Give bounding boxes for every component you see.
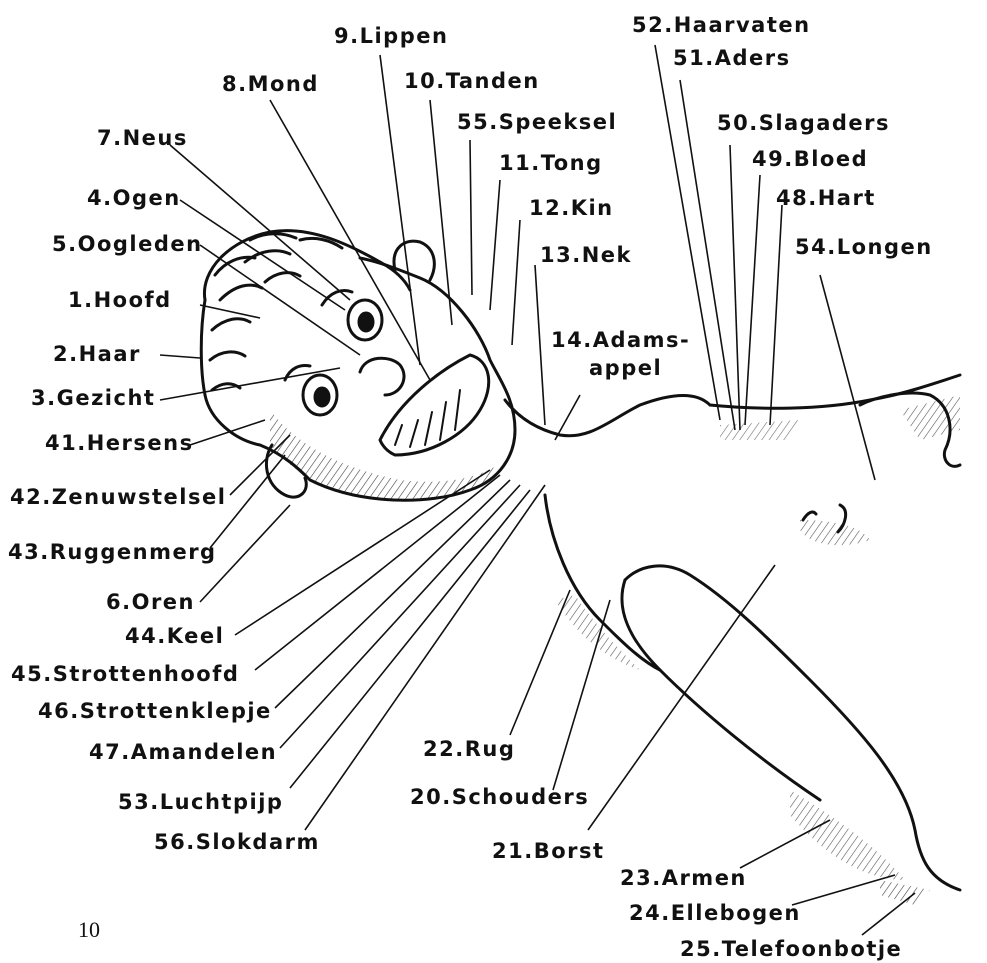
label-haarvaten: 52.Haarvaten	[632, 13, 811, 37]
label-amandelen: 47.Amandelen	[89, 740, 277, 764]
label-adamsappel-line2: appel	[589, 356, 662, 380]
label-hersens: 41.Hersens	[45, 431, 194, 455]
page-number: 10	[78, 917, 100, 943]
label-adamsappel-line1: 14.Adams-	[551, 328, 690, 352]
label-longen: 54.Longen	[795, 235, 933, 259]
label-hoofd: 1.Hoofd	[68, 288, 172, 312]
label-schouders: 20.Schouders	[410, 785, 589, 809]
label-ellebogen: 24.Ellebogen	[629, 901, 801, 925]
label-mond: 8.Mond	[222, 72, 319, 96]
label-aders: 51.Aders	[673, 46, 791, 70]
label-tong: 11.Tong	[499, 151, 603, 175]
neck-drawing	[505, 396, 710, 436]
nose-drawing	[360, 358, 404, 395]
arm-drawing	[625, 566, 960, 890]
label-bloed: 49.Bloed	[752, 147, 868, 171]
label-armen: 23.Armen	[620, 866, 747, 890]
label-keel: 44.Keel	[125, 624, 224, 648]
label-slagaders: 50.Slagaders	[717, 111, 890, 135]
label-ogen: 4.Ogen	[87, 186, 181, 210]
label-speeksel: 55.Speeksel	[457, 110, 617, 134]
label-tanden: 10.Tanden	[404, 69, 540, 93]
label-nek: 13.Nek	[540, 243, 632, 267]
label-rug: 22.Rug	[423, 737, 515, 761]
label-zenuwstelsel: 42.Zenuwstelsel	[10, 485, 226, 509]
label-kin: 12.Kin	[529, 196, 614, 220]
head-outline	[205, 258, 515, 500]
label-oogleden: 5.Oogleden	[52, 232, 203, 256]
label-borst: 21.Borst	[492, 839, 605, 863]
label-oren: 6.Oren	[106, 590, 195, 614]
label-gezicht: 3.Gezicht	[31, 386, 155, 410]
label-neus: 7.Neus	[97, 126, 188, 150]
label-haar: 2.Haar	[53, 342, 141, 366]
label-telefoonbotje: 25.Telefoonbotje	[680, 937, 902, 961]
label-hart: 48.Hart	[776, 186, 876, 210]
label-luchtpijp: 53.Luchtpijp	[118, 790, 283, 814]
label-lippen: 9.Lippen	[334, 24, 448, 48]
label-ruggenmerg: 43.Ruggenmerg	[8, 540, 217, 564]
label-strottenklepje: 46.Strottenklepje	[38, 699, 272, 723]
label-strottenhoofd: 45.Strottenhoofd	[11, 662, 239, 686]
label-slokdarm: 56.Slokdarm	[154, 830, 320, 854]
